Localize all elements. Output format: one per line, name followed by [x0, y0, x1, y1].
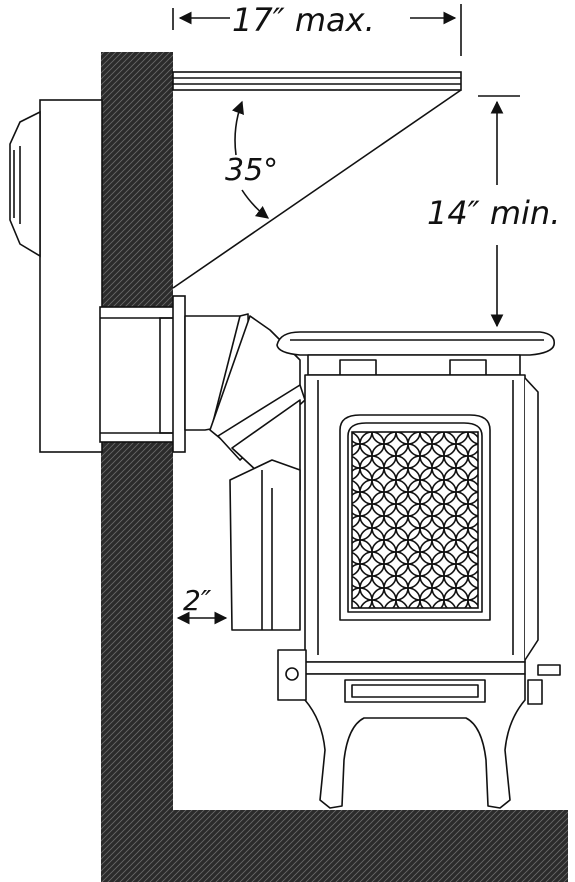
overhead-shelf — [172, 71, 462, 91]
max-width-label: 17″ max. — [232, 1, 375, 39]
min-height-dimension — [478, 95, 520, 328]
door-lattice-panel — [351, 431, 479, 609]
clearance-angle-line — [172, 89, 462, 289]
floor — [173, 810, 568, 882]
exterior-vent-cap — [9, 99, 103, 453]
angle-dimension — [231, 100, 270, 219]
vent-pipe-elbow — [184, 313, 306, 631]
max-width-dimension — [172, 4, 462, 56]
wall-thimble — [99, 295, 186, 453]
min-height-label: 14″ min. — [427, 194, 560, 232]
wall — [101, 52, 173, 882]
clearance-label: 2″ — [183, 584, 212, 617]
angle-label: 35° — [225, 153, 278, 188]
